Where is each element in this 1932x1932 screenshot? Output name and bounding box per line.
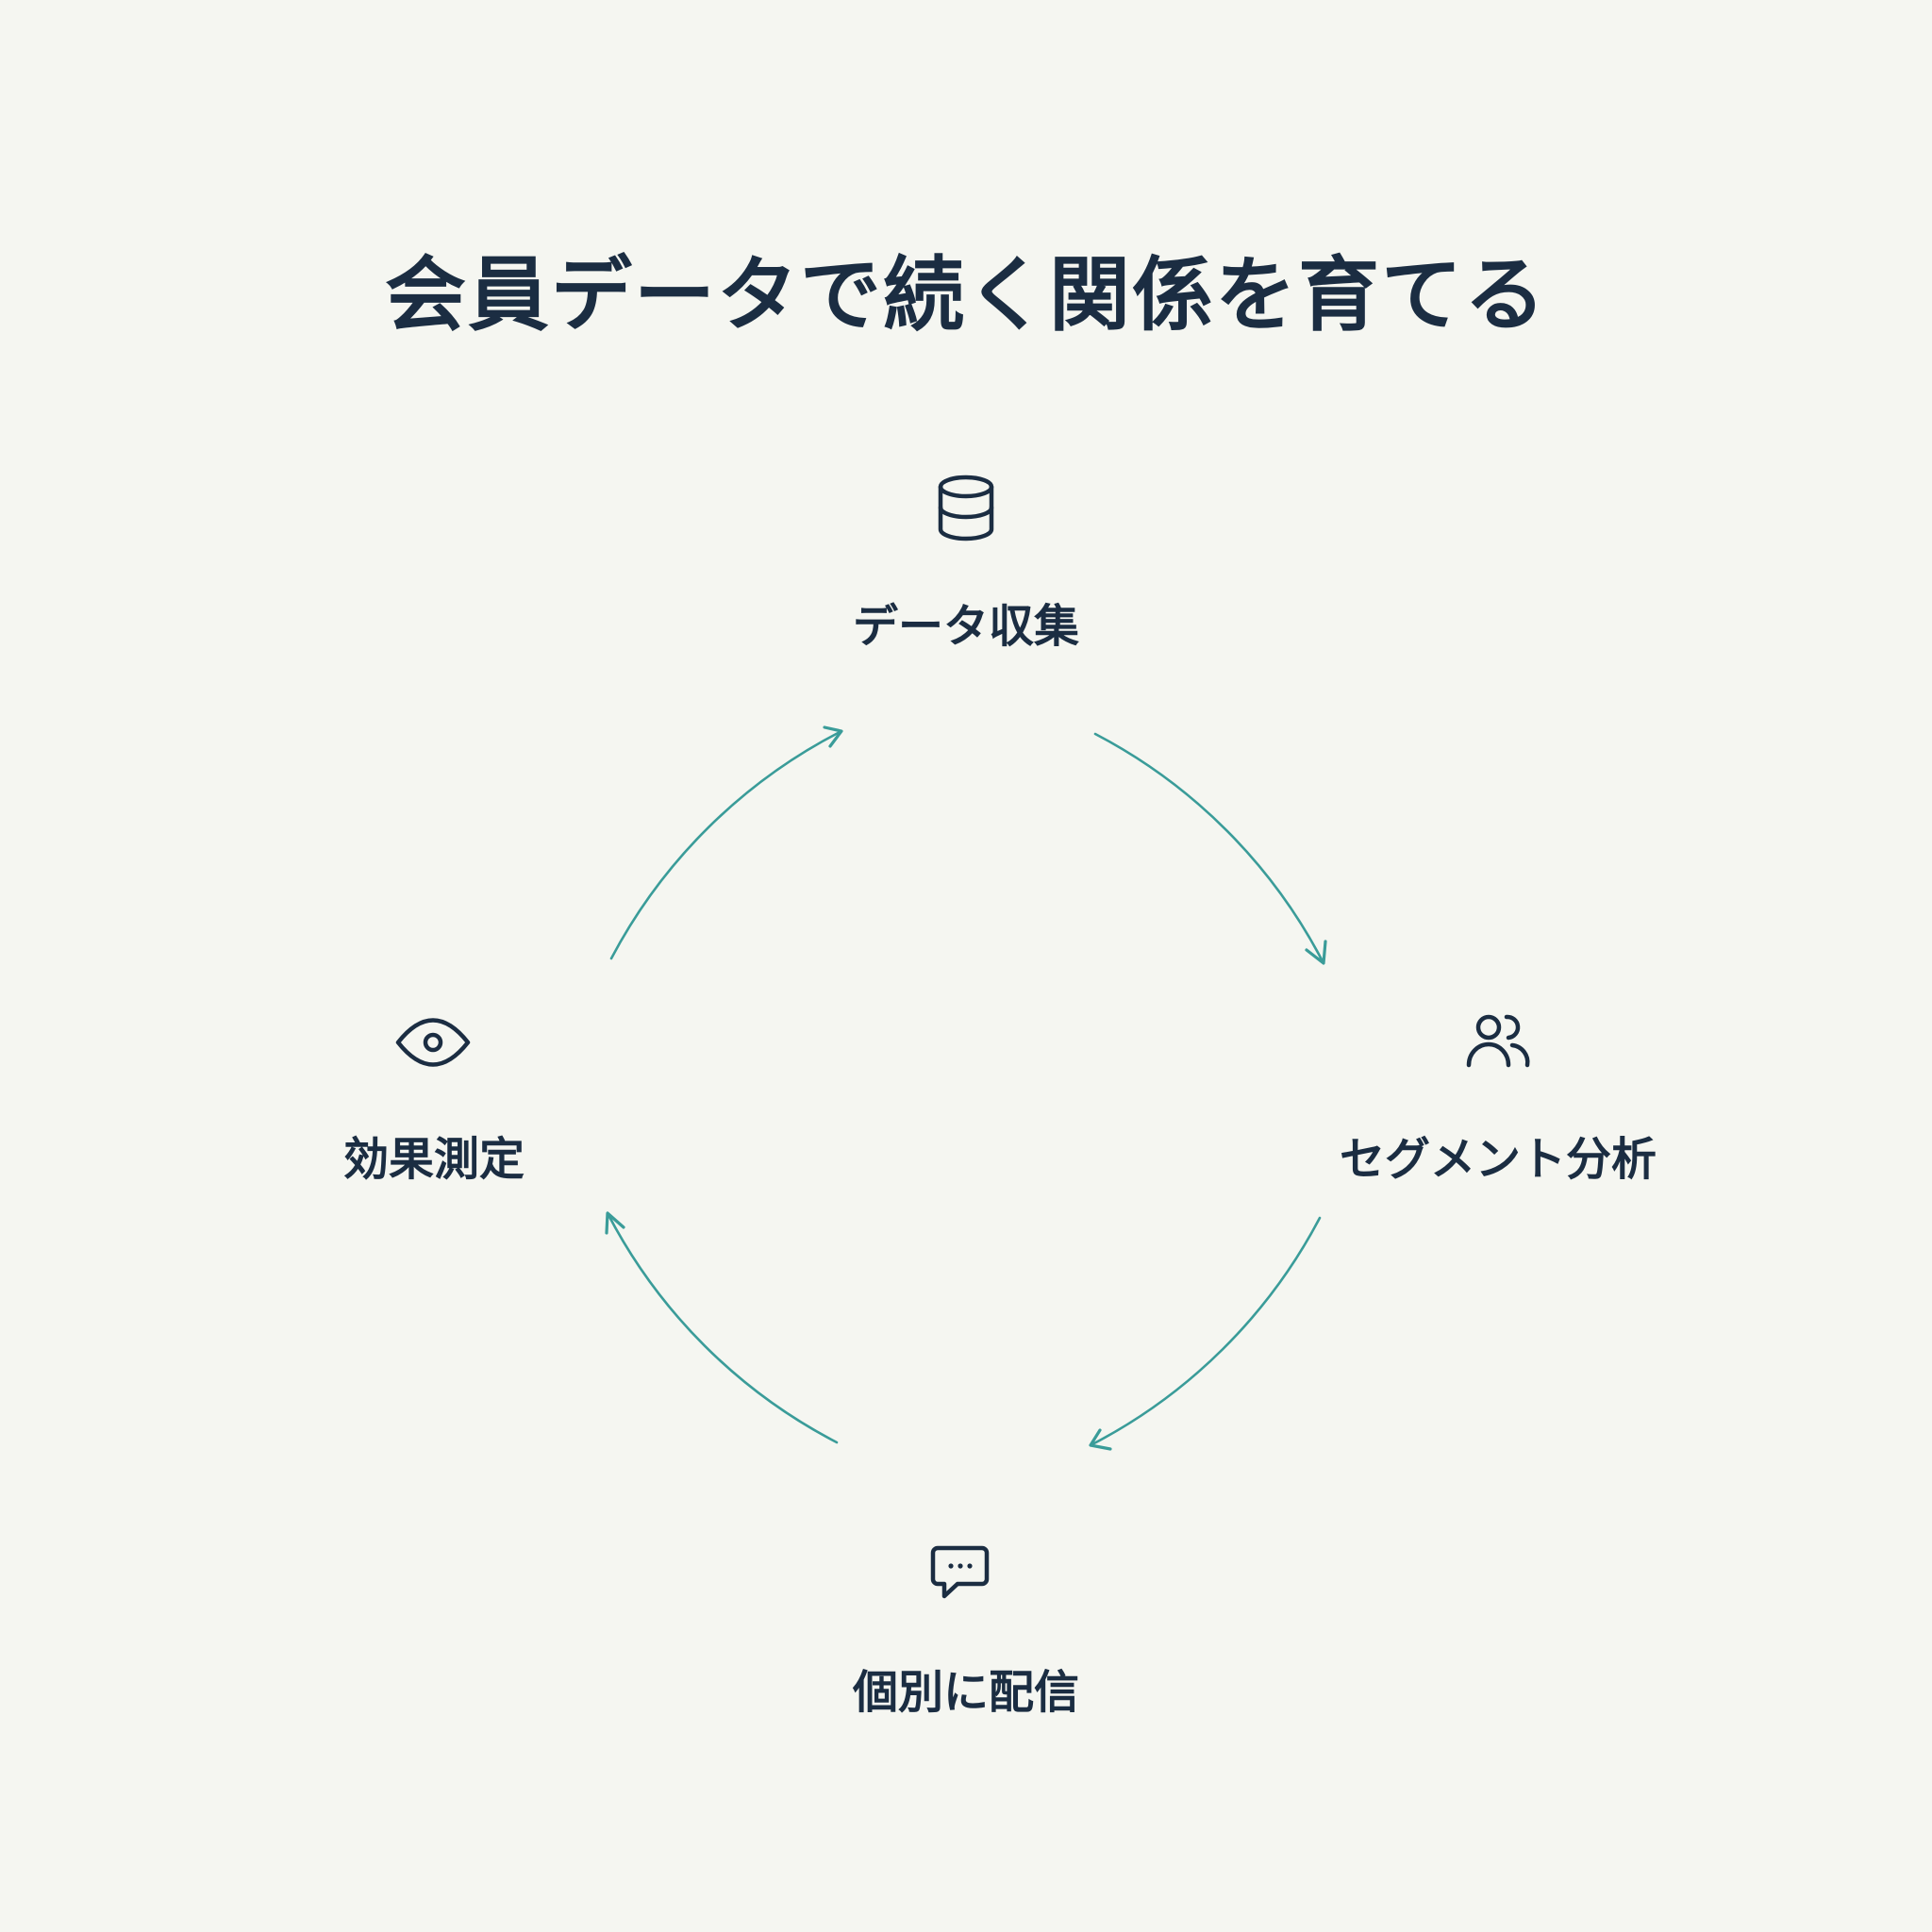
- arrow-segment-to-delivery: [1089, 1216, 1322, 1451]
- ellipsis-icon: [948, 1563, 973, 1569]
- message-icon: [930, 1545, 990, 1599]
- step-effect-measurement: 効果測定: [343, 1018, 525, 1186]
- database-icon: [938, 475, 994, 541]
- arrow-delivery-to-measurement: [605, 1211, 839, 1444]
- step-label: データ収集: [853, 600, 1079, 653]
- step-segment-analysis: セグメント分析: [1340, 1014, 1657, 1186]
- step-data-collection: データ収集: [853, 475, 1079, 653]
- arrow-measurement-to-collection: [609, 725, 843, 960]
- arrow-collection-to-segment: [1093, 732, 1327, 965]
- step-personalized-delivery: 個別に配信: [852, 1545, 1079, 1719]
- step-label: 効果測定: [343, 1133, 525, 1186]
- users-icon: [1466, 1014, 1530, 1068]
- eye-icon: [395, 1018, 471, 1067]
- diagram-title: 会員データで続く関係を育てる: [385, 248, 1547, 342]
- step-label: 個別に配信: [852, 1666, 1079, 1719]
- step-label: セグメント分析: [1340, 1133, 1657, 1186]
